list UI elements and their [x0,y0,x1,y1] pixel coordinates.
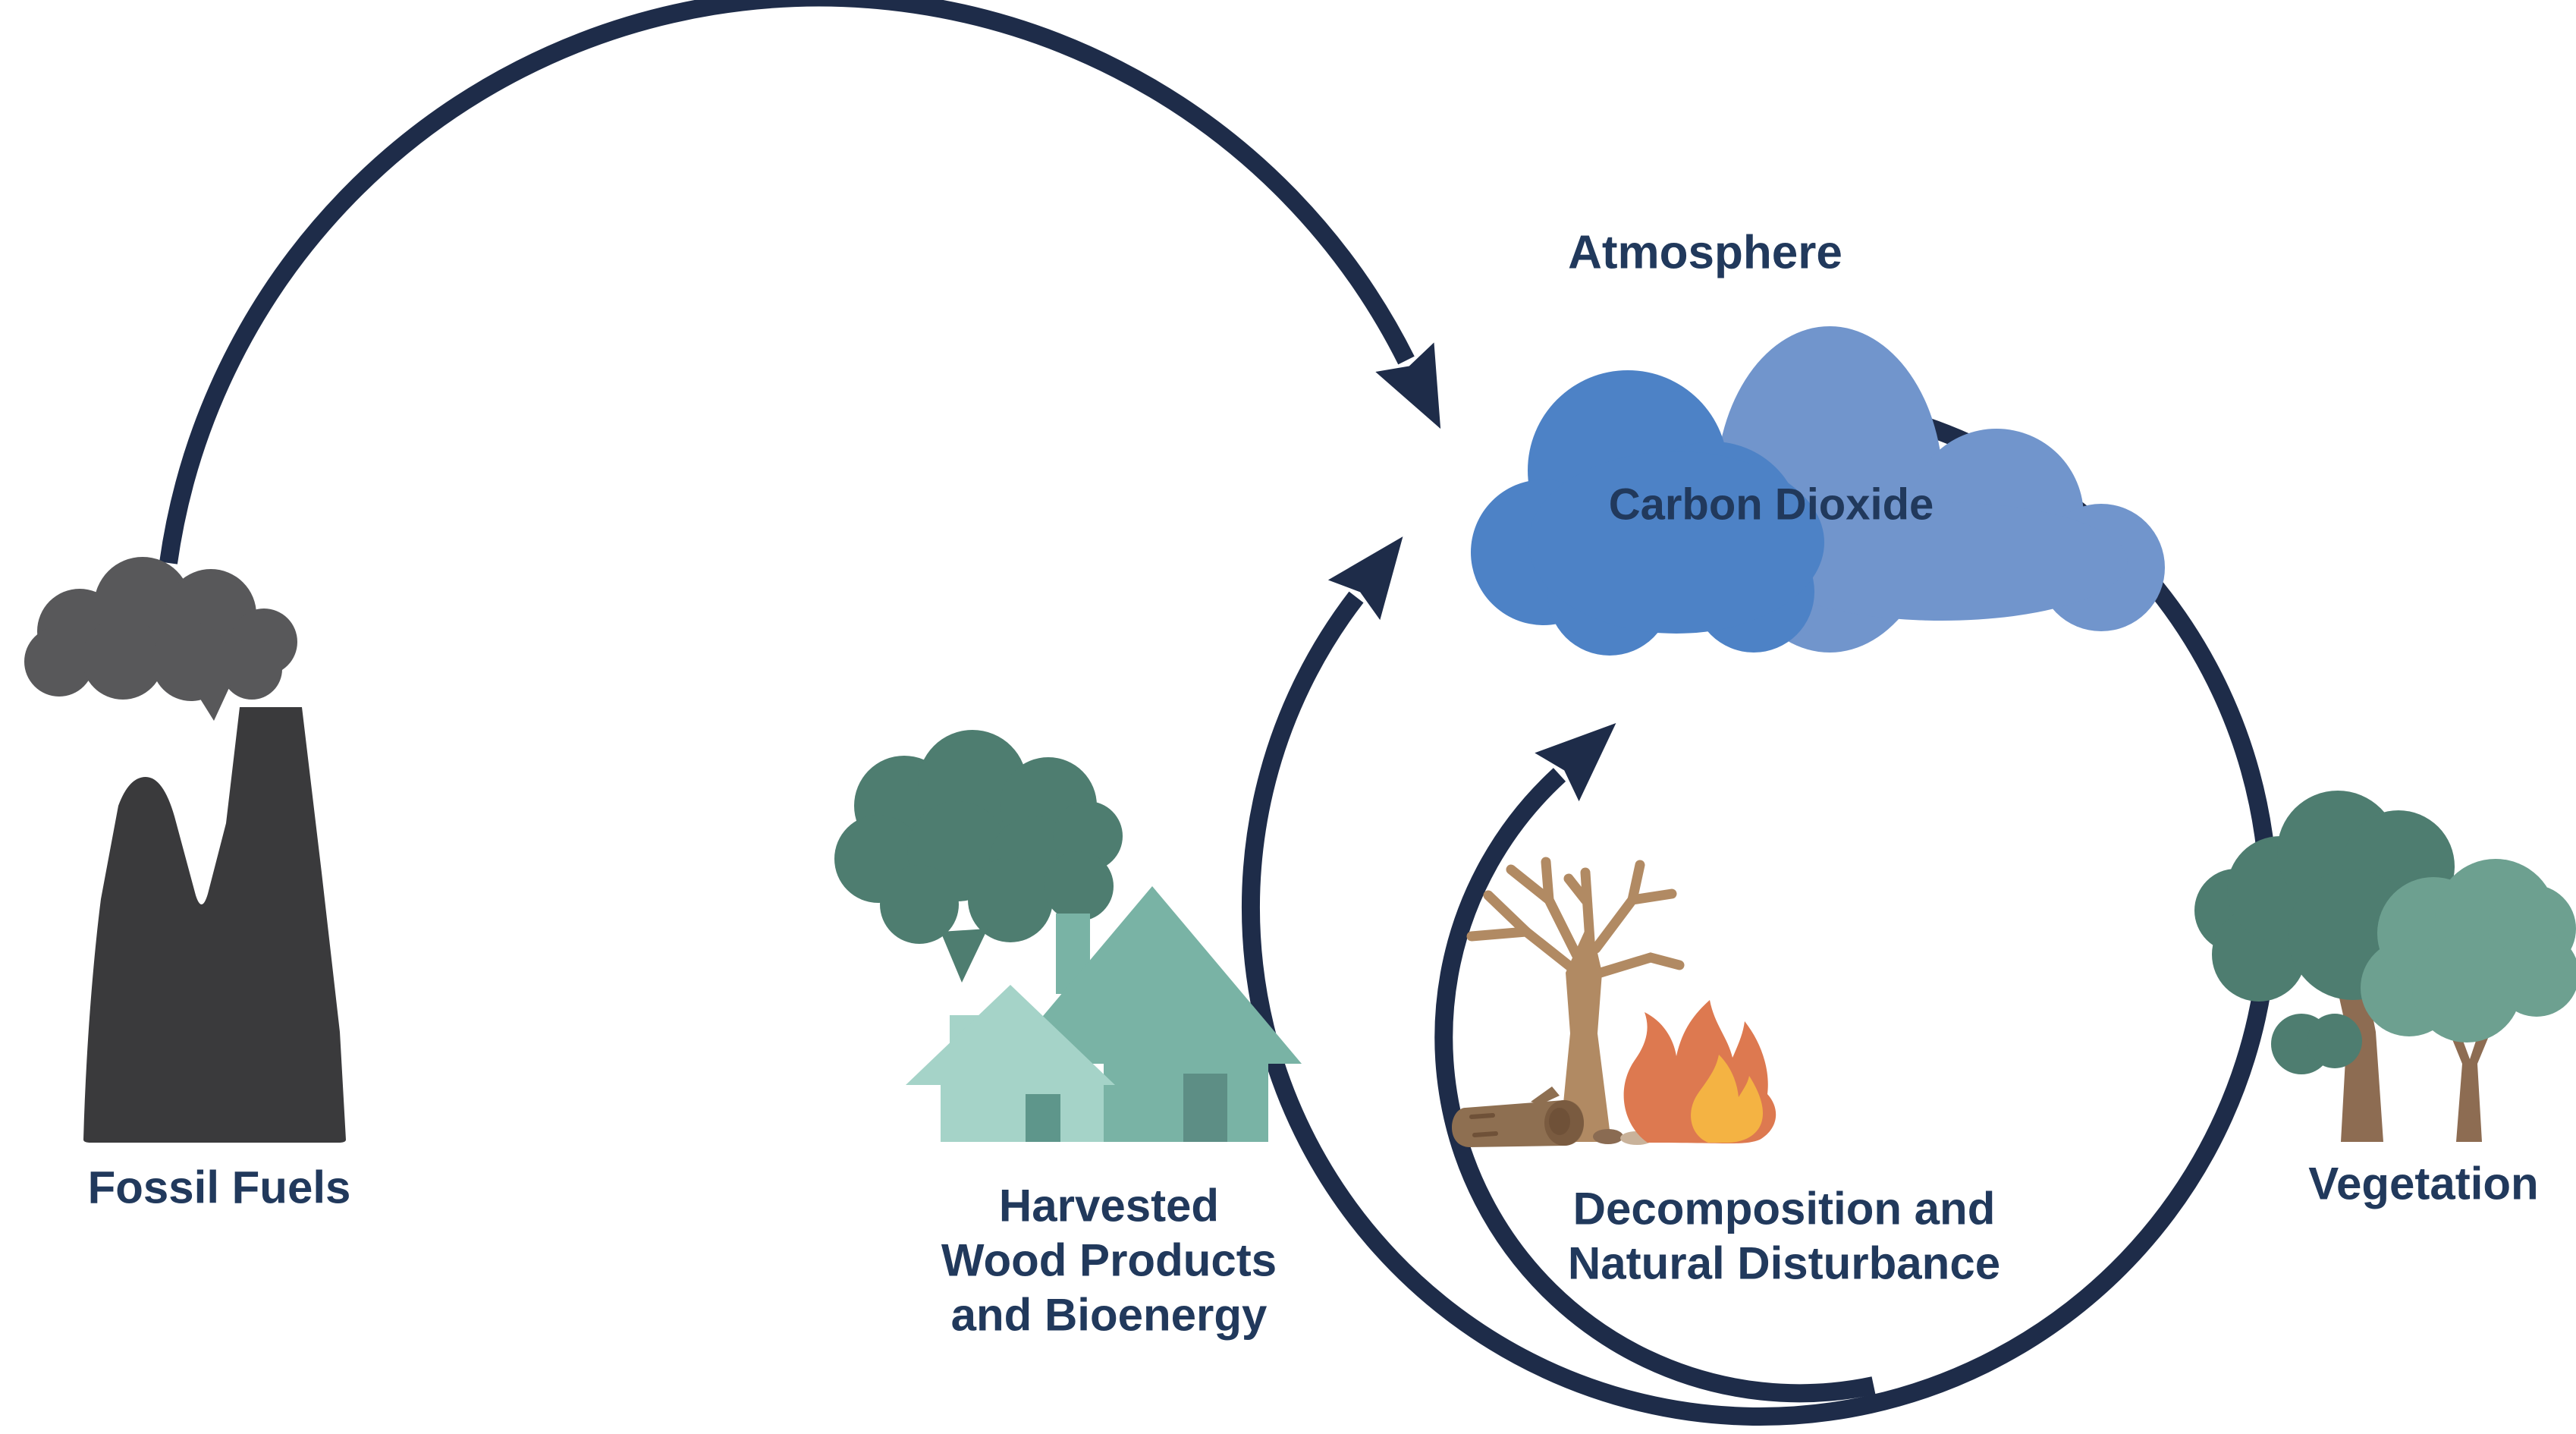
decomposition-label-line-2: Natural Disturbance [1568,1238,2000,1289]
smoke-tail [941,929,988,983]
smoke-puff [82,618,164,700]
smoke-puff [24,627,94,697]
house-door [1026,1094,1060,1142]
smoke-puff [1044,851,1114,921]
log-knot [1549,1108,1570,1135]
houses-icon [906,886,1302,1142]
vegetation-trees-icon [2194,791,2576,1142]
fire-icon [1623,1000,1776,1143]
atmosphere-label: Atmosphere [1568,227,1842,279]
house-roof [1003,886,1302,1064]
log-branch-stub [1531,1087,1560,1105]
factory-smoke-icon [24,557,297,721]
smoke-puff [880,865,959,944]
dead-tree-icon [1466,857,1685,1142]
log-texture-lines [1469,1113,1498,1137]
arrow-fossil-fuels-to-atmosphere [159,0,1441,564]
cloud-lobe [1756,502,2128,621]
house-roof [906,985,1115,1085]
house-body [941,1076,1104,1142]
smoke-puff [221,639,282,700]
tree-foliage-light [2361,859,2576,1042]
smoke-tail [191,681,232,721]
foliage-puff [2412,933,2521,1042]
tree-trunk [2446,1018,2493,1142]
atmosphere-cloud-icon: Carbon Dioxide [1471,326,2165,656]
dead-tree-branches [1466,857,1685,980]
factory-icon [83,707,346,1143]
smoke-puff [152,622,231,701]
foliage-puff [2307,1014,2362,1068]
fossil-fuels-label: Fossil Fuels [88,1162,351,1213]
cloud-lobe [1528,451,1824,634]
harvested-label-line-1: Harvested [999,1181,1219,1231]
log-icon [1452,1087,1654,1147]
flame-inner [1691,1055,1764,1143]
harvested-label-line-3: and Bioenergy [951,1290,1268,1341]
dead-tree-trunk [1560,920,1611,1142]
arrow-decomposition-to-atmosphere [1434,722,1876,1403]
smoke-puff [968,857,1053,942]
house-smoke-icon [834,730,1123,983]
pebble [1593,1129,1623,1144]
house-door [1183,1074,1227,1142]
vegetation-label: Vegetation [2308,1159,2538,1209]
decomposition-label-line-1: Decomposition and [1573,1184,1996,1234]
cloud-front-layer [1471,370,1824,656]
harvested-label-line-2: Wood Products [941,1235,1277,1286]
carbon-dioxide-label: Carbon Dioxide [1609,480,1934,530]
